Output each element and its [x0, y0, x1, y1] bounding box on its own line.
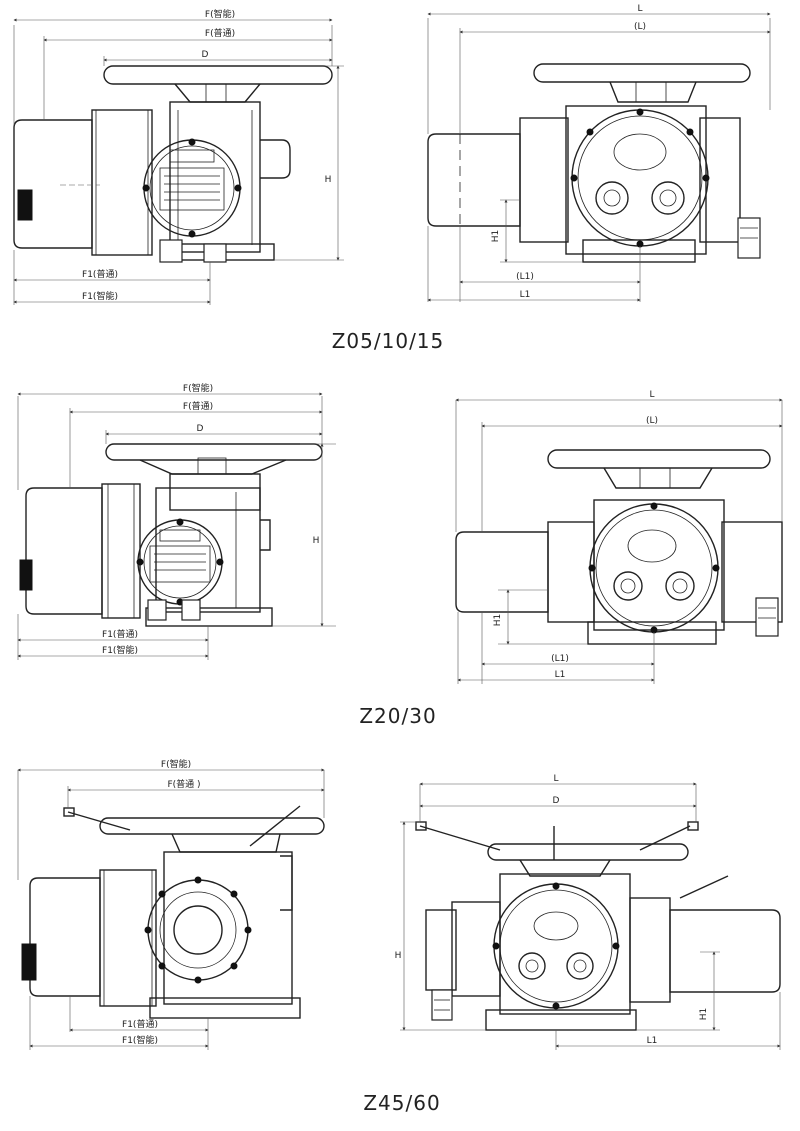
dim-f1-normal: F1(普通)	[82, 268, 118, 280]
dim-l1: L1	[520, 290, 531, 300]
dim-h: H	[313, 536, 320, 546]
dim-f1-smart: F1(智能)	[122, 1034, 158, 1046]
front-view-z45: L D H H1 L1	[395, 774, 781, 1050]
dim-h1: H1	[699, 1008, 709, 1021]
motor-housing	[669, 909, 781, 993]
model-caption: Z20/30	[359, 704, 436, 728]
dim-d: D	[553, 796, 560, 806]
side-view-z20: F(智能) F(普通) D H F1(普通) F1(智能)	[17, 382, 336, 660]
dim-l-paren: (L)	[634, 22, 646, 32]
dim-l1: L1	[647, 1036, 658, 1046]
dim-l1-paren: (L1)	[516, 272, 534, 282]
side-view-z45: F(智能) F(普通 ) F1(普通) F1(智能)	[17, 758, 325, 1050]
dim-f-smart: F(智能)	[183, 382, 213, 394]
motor-housing	[25, 487, 103, 615]
model-caption: Z05/10/15	[332, 329, 445, 353]
motor-housing	[29, 877, 101, 997]
dim-f1-smart: F1(智能)	[102, 644, 138, 656]
dim-f-normal: F(普通 )	[167, 778, 200, 790]
dim-l1-paren: (L1)	[551, 654, 569, 664]
handwheel	[547, 449, 771, 469]
dim-l: L	[649, 390, 654, 400]
dim-h1: H1	[493, 614, 503, 627]
dim-f-smart: F(智能)	[161, 758, 191, 770]
front-view-z20: L (L) H1 (L1) L1	[455, 390, 783, 684]
handwheel	[533, 63, 751, 83]
handwheel	[103, 65, 333, 85]
control-panel-face	[589, 503, 719, 633]
dim-f1-normal: F1(普通)	[122, 1018, 158, 1030]
section-z45-60: F(智能) F(普通 ) F1(普通) F1(智能)	[17, 758, 781, 1115]
dim-f-normal: F(普通)	[205, 27, 235, 39]
dim-h1: H1	[491, 230, 501, 243]
motor-housing	[13, 119, 93, 249]
section-z05-10-15: F(智能) F(普通) D H F1(普通) F1(智能)	[13, 4, 771, 353]
dim-h: H	[395, 951, 402, 961]
dim-l: L	[637, 4, 642, 14]
dim-h: H	[325, 175, 332, 185]
dim-l-paren: (L)	[646, 416, 658, 426]
model-caption: Z45/60	[363, 1091, 440, 1115]
handwheel	[487, 843, 689, 861]
dim-f-smart: F(智能)	[205, 8, 235, 20]
section-z20-30: F(智能) F(普通) D H F1(普通) F1(智能)	[17, 382, 783, 728]
dim-d: D	[202, 50, 209, 60]
front-view-z05: L (L) H1 (L1) L1	[427, 4, 771, 302]
dim-f-normal: F(普通)	[183, 400, 213, 412]
motor-housing	[427, 133, 521, 227]
control-box	[143, 139, 241, 237]
dim-d: D	[197, 424, 204, 434]
side-view-z05: F(智能) F(普通) D H F1(普通) F1(智能)	[13, 8, 344, 305]
handwheel	[99, 817, 325, 835]
dim-f1-smart: F1(智能)	[82, 290, 118, 302]
dim-f1-normal: F1(普通)	[102, 628, 138, 640]
control-panel-face	[493, 883, 619, 1009]
dim-l: L	[553, 774, 558, 784]
dim-l1: L1	[555, 670, 566, 680]
motor-housing	[455, 531, 549, 613]
